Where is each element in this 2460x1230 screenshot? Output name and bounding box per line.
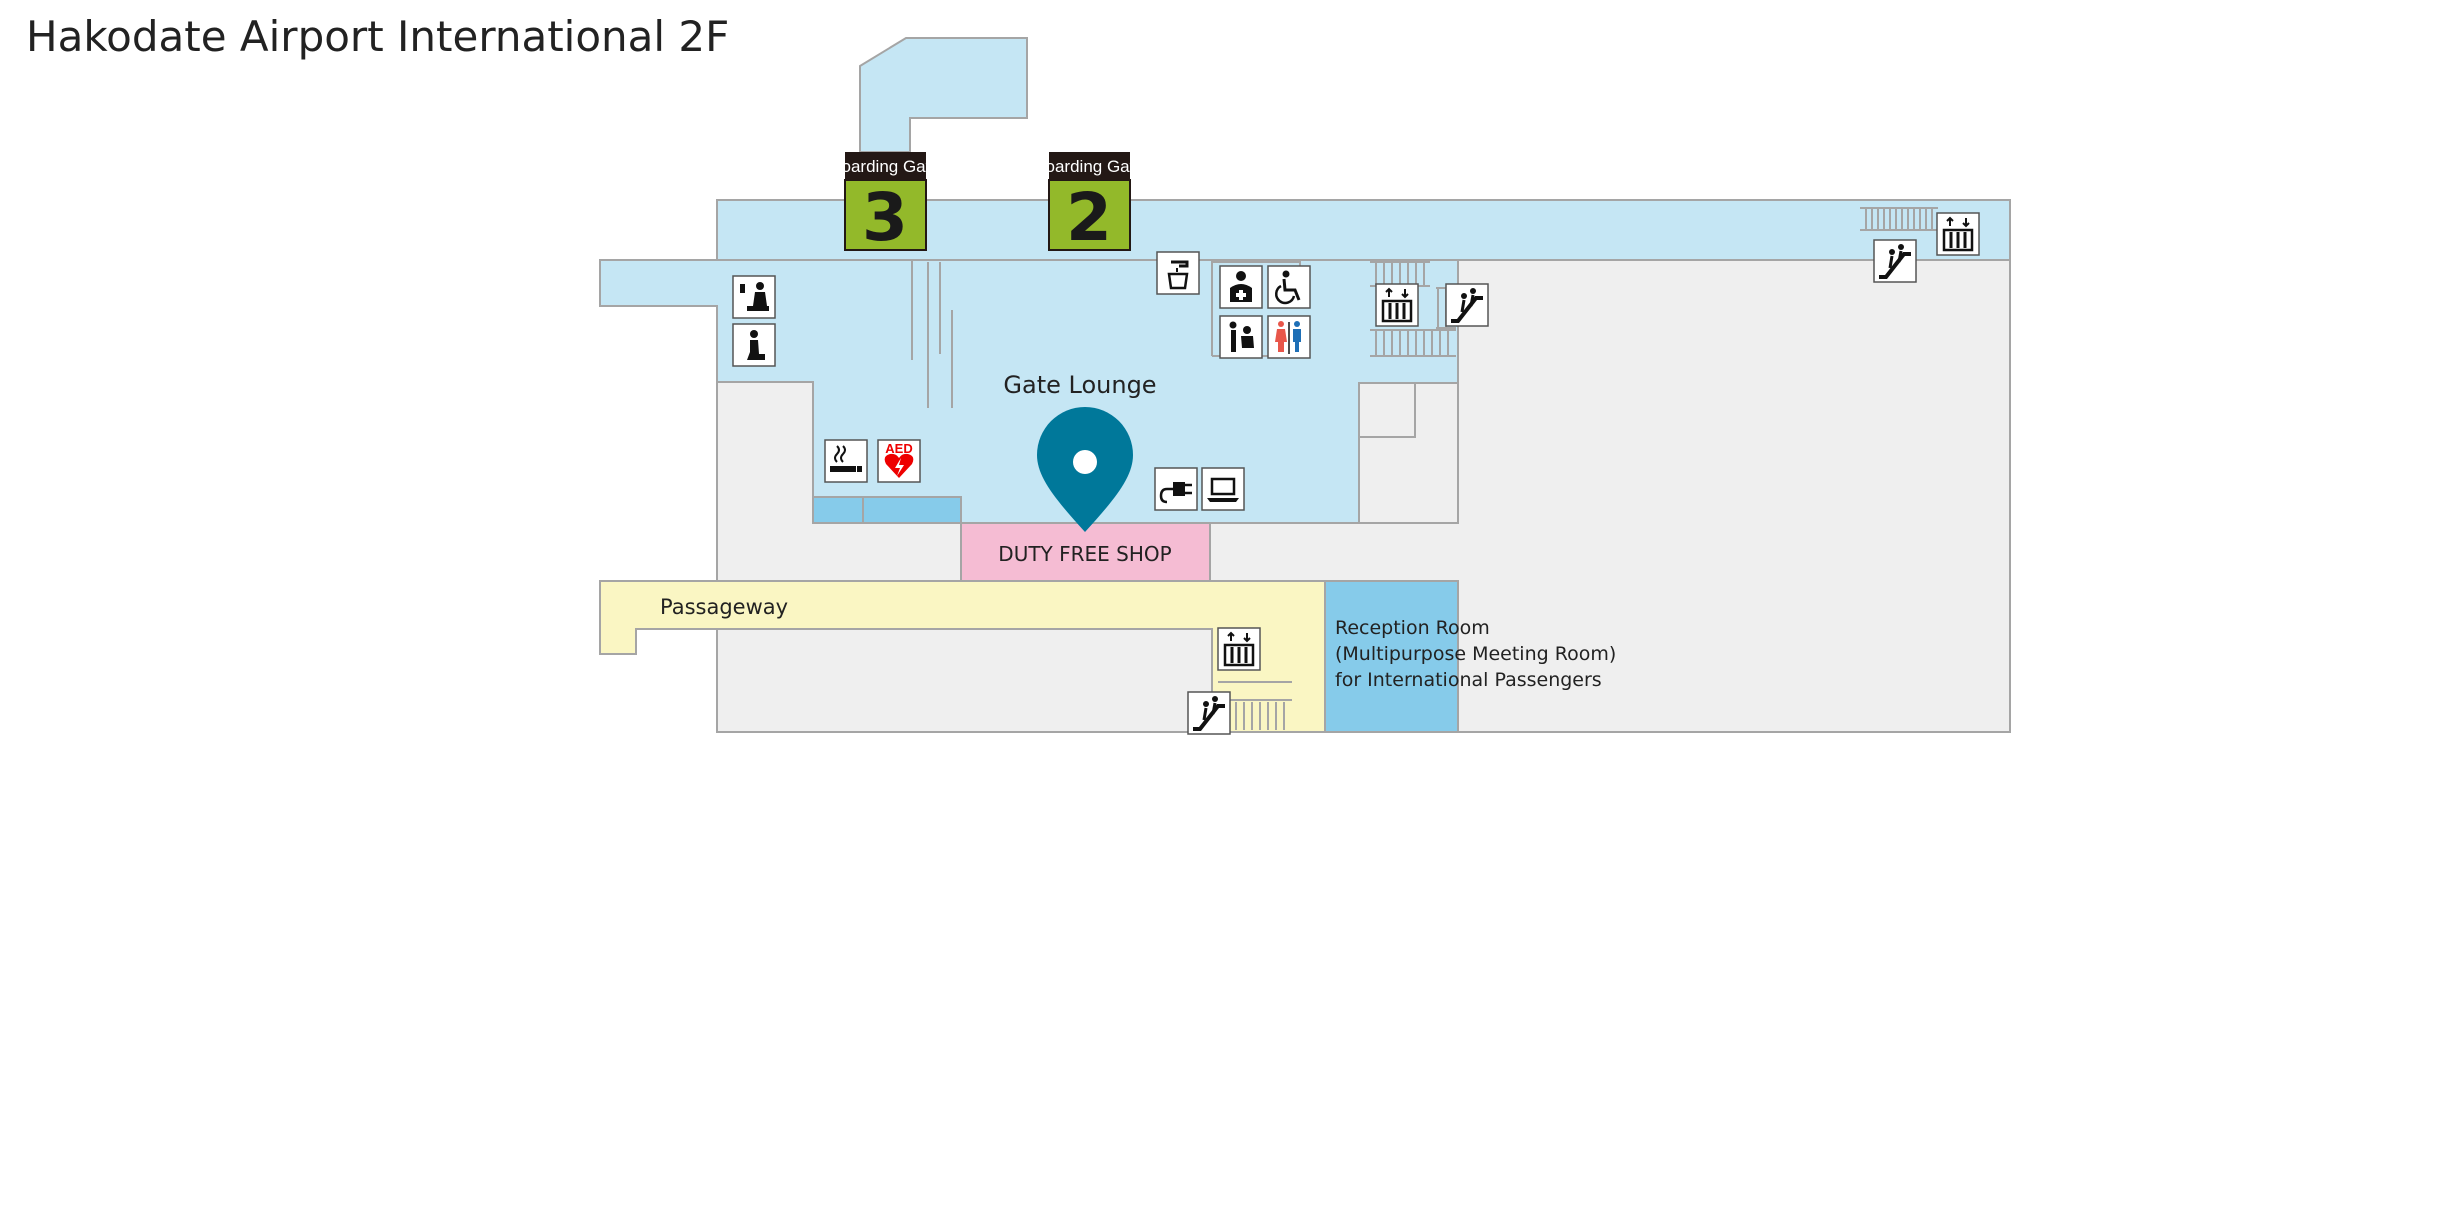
location-pin-icon[interactable] (1037, 407, 1133, 532)
elevator-icon[interactable] (1374, 282, 1420, 328)
passageway-label: Passageway (660, 595, 788, 619)
aed-icon[interactable]: AED (877, 439, 921, 483)
wheelchair-icon[interactable] (1267, 265, 1311, 309)
gate-2-header: Boarding Gate (1034, 157, 1144, 176)
escalator-icon[interactable] (1444, 282, 1490, 328)
lounge-notch (1358, 382, 1459, 524)
reception-label-line-1: Reception Room (1335, 617, 1490, 639)
top-corridor (716, 199, 2011, 261)
first-aid-icon[interactable] (1219, 265, 1263, 309)
gate-lounge-label: Gate Lounge (1003, 371, 1156, 399)
page-title: Hakodate Airport International 2F (26, 12, 730, 61)
escalator-icon[interactable] (1872, 238, 1918, 284)
reception-label-line-2: (Multipurpose Meeting Room) (1335, 643, 1616, 665)
prayer-room-icon[interactable] (732, 323, 776, 367)
duty-free-label: DUTY FREE SHOP (998, 542, 1171, 566)
baby-care-icon[interactable] (732, 275, 776, 319)
boarding-gate-2[interactable]: Boarding Gate 2 (1034, 152, 1144, 256)
duty-free-shop-area (960, 522, 1211, 582)
lounge-room-small-2 (862, 496, 962, 524)
water-fountain-icon[interactable] (1156, 251, 1200, 295)
smoking-area-icon[interactable] (824, 439, 868, 483)
reception-room-area (1324, 580, 1459, 733)
diaper-changing-icon[interactable] (1219, 315, 1263, 359)
elevator-icon[interactable] (1216, 626, 1262, 672)
restroom-icon[interactable] (1267, 315, 1311, 359)
reception-label-line-3: for International Passengers (1335, 669, 1602, 691)
aed-label: AED (885, 441, 912, 456)
boarding-gate-3[interactable]: Boarding Gate 3 (830, 152, 940, 256)
lounge-room-small-1 (812, 496, 864, 524)
gate-3-number: 3 (862, 179, 908, 256)
gate-2-number: 2 (1066, 179, 1112, 256)
gate-3-header: Boarding Gate (830, 157, 940, 176)
elevator-icon[interactable] (1935, 211, 1981, 257)
escalator-icon[interactable] (1186, 690, 1232, 736)
gate-3-bridge (859, 37, 1028, 153)
stairs-top-right (1860, 207, 1938, 231)
power-outlet-icon[interactable] (1154, 467, 1198, 511)
laptop-internet-icon[interactable] (1201, 467, 1245, 511)
